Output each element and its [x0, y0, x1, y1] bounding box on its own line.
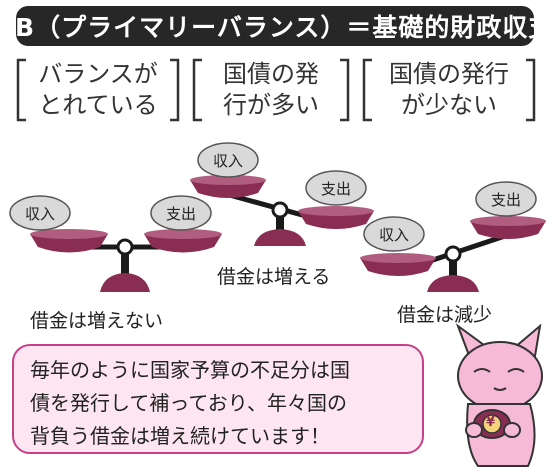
- explanation-box: 毎年のように国家予算の不足分は国 債を発行して補っており、年々国の 背負う借金は…: [12, 344, 424, 454]
- pan-left: [30, 234, 108, 253]
- pan-left: [360, 258, 436, 276]
- pan-right: [298, 211, 374, 229]
- pan-left: [190, 180, 266, 198]
- caption-debt-increase: 借金は増える: [217, 266, 331, 288]
- scale-balanced: [9, 195, 222, 292]
- bracket-icon: [192, 58, 350, 122]
- scale-base: [427, 275, 479, 292]
- pan-right: [470, 221, 546, 239]
- pivot-icon: [116, 238, 134, 256]
- bubble-income: [197, 142, 259, 178]
- scale-balanced-income-label: 収入: [25, 205, 56, 223]
- scale-more-bonds-income-label: 収入: [213, 152, 244, 170]
- case-balanced: バランスが とれている: [14, 56, 182, 124]
- case-more-bonds: 国債の発 行が多い: [190, 56, 352, 124]
- pan-right: [144, 234, 222, 253]
- scale-base: [100, 273, 150, 292]
- bubble-income: [363, 216, 425, 252]
- pivot-icon: [444, 245, 462, 263]
- bracket-icon: [16, 58, 180, 122]
- scale-fewer-bonds-expense-label: 支出: [491, 191, 522, 209]
- scale-more-bonds-expense-label: 支出: [321, 180, 352, 198]
- case-fewer-bonds-line1: 国債の発行: [389, 60, 509, 88]
- note-line1: 毎年のように国家予算の不足分は国: [30, 358, 350, 382]
- cat-mascot: [455, 323, 543, 467]
- caption-debt-decrease: 借金は減少: [397, 304, 493, 326]
- bubble-expense: [150, 195, 212, 231]
- pivot-icon: [271, 201, 289, 219]
- case-fewer-bonds: 国債の発行 が少ない: [360, 56, 538, 124]
- scale-base: [254, 229, 306, 246]
- case-balanced-line2: とれている: [38, 91, 158, 119]
- case-fewer-bonds-line2: が少ない: [401, 91, 497, 119]
- note-line3: 背負う借金は増え続けています！: [30, 424, 330, 448]
- bubble-income: [9, 195, 71, 231]
- bracket-icon: [362, 58, 536, 122]
- scale-fewer-bonds-income-label: 収入: [379, 226, 410, 244]
- yen-symbol: ¥: [486, 415, 496, 430]
- note-line2: 債を発行して補っており、年々国の: [30, 391, 347, 415]
- bubble-expense: [475, 181, 537, 217]
- case-more-bonds-line2: 行が多い: [223, 91, 319, 119]
- bubble-expense: [305, 170, 367, 206]
- page-title: PB（プライマリーバランス）＝基礎的財政収支: [0, 13, 550, 42]
- cat-head: [457, 341, 543, 411]
- case-balanced-line1: バランスが: [38, 60, 158, 88]
- scale-balanced-expense-label: 支出: [166, 205, 197, 223]
- case-more-bonds-line1: 国債の発: [223, 60, 319, 88]
- caption-no-debt-increase: 借金は増えない: [30, 310, 164, 332]
- title-bar: PB（プライマリーバランス）＝基礎的財政収支: [0, 6, 550, 46]
- scale-fewer-bonds: [360, 181, 546, 292]
- scale-more-bonds: [190, 142, 374, 246]
